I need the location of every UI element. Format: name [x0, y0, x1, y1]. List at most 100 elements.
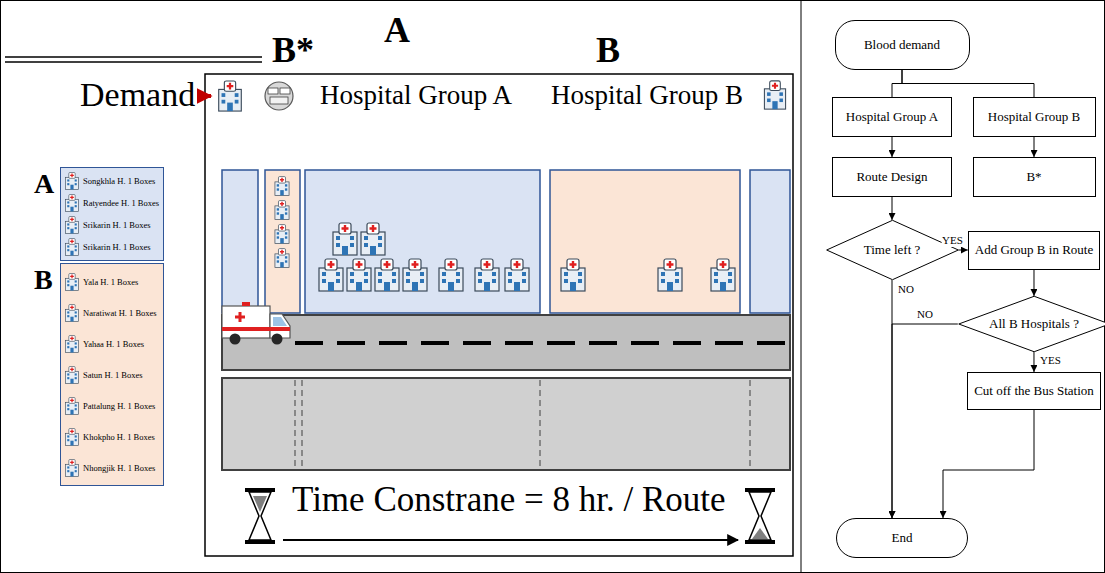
- flow-connector: [1033, 270, 1034, 297]
- hospital-item: Pattalung H. 1 Boxes: [83, 401, 155, 411]
- decision-diamond: Time left ?: [826, 220, 959, 280]
- list-row: Ratyendee H. 1 Boxes: [61, 192, 163, 214]
- road: [222, 315, 790, 370]
- group-title: Hospital Group B: [551, 80, 743, 111]
- hospital-icon: [66, 217, 79, 234]
- flow-connector: [892, 197, 893, 220]
- hospital-icon: [64, 238, 80, 256]
- hospital-icon: [66, 195, 79, 212]
- list-row: Nhongjik H. 1 Boxes: [61, 452, 163, 483]
- hospital-icon: [64, 428, 80, 446]
- list-row: Srikarin H. 1 Boxes: [61, 214, 163, 236]
- group-marker: B*: [272, 30, 314, 71]
- process-box: Add Group B in Route: [968, 231, 1100, 270]
- hospital-icon: [764, 81, 785, 109]
- road-marking: [295, 341, 788, 345]
- time-constraint-label: Time Constrane = 8 hr. / Route: [292, 480, 726, 520]
- demand-arrow: [200, 94, 211, 98]
- flow-connector: [892, 70, 902, 97]
- hospital-item: Songkhla H. 1 Boxes: [83, 176, 155, 186]
- node-text: Blood demand: [864, 37, 940, 53]
- hospital-item: Nhongjik H. 1 Boxes: [83, 463, 155, 473]
- hospital-icon: [66, 273, 79, 290]
- hospital-icon: [66, 366, 79, 383]
- hospital-icon: [64, 172, 80, 190]
- node-text: Cut off the Bus Station: [974, 383, 1094, 399]
- hospital-list: ASongkhla H. 1 BoxesRatyendee H. 1 Boxes…: [60, 167, 164, 261]
- process-box: Hospital Group A: [832, 97, 952, 137]
- hospital-item: Khokpho H. 1 Boxes: [83, 432, 155, 442]
- hospital-icon: [66, 428, 79, 445]
- decision-diamond: All B Hospitals ?: [958, 296, 1105, 352]
- group-a-zone: [305, 170, 540, 313]
- hospital-icon: [64, 335, 80, 353]
- hospital-icon: [64, 397, 80, 415]
- group-a-zone: [750, 170, 790, 313]
- hospital-item: Ratyendee H. 1 Boxes: [83, 198, 159, 208]
- hospital-icon: [66, 335, 79, 352]
- edge-label: NO: [916, 308, 934, 321]
- hospital-icons: [275, 177, 735, 291]
- hospital-icon: [66, 239, 79, 256]
- hospital-item: Yala H. 1 Boxes: [83, 277, 138, 287]
- list-heading: B: [34, 264, 53, 296]
- ambulance: [222, 302, 290, 345]
- diamond-outline: [959, 296, 1105, 351]
- process-box: B*: [973, 157, 1096, 197]
- diamond-outline: [826, 220, 958, 279]
- hospital-icon: [64, 273, 80, 291]
- hourglass: [245, 488, 275, 544]
- node-text: Route Design: [856, 169, 927, 185]
- group-a-zone: [222, 170, 258, 313]
- node-text: Time left ?: [864, 242, 921, 258]
- hospital-icon: [66, 173, 79, 190]
- list-row: Srikarin H. 1 Boxes: [61, 236, 163, 258]
- double-rule: [5, 56, 262, 58]
- time-arrow: [283, 539, 738, 541]
- flow-connector: [1033, 352, 1034, 372]
- group-title: Hospital Group A: [320, 80, 512, 111]
- hospital-icon: [64, 459, 80, 477]
- node-text: All B Hospitals ?: [989, 316, 1079, 332]
- hourglass: [745, 488, 775, 544]
- list-row: Yahaa H. 1 Boxes: [61, 328, 163, 359]
- node-text: Add Group B in Route: [975, 242, 1093, 258]
- edge-label: YES: [941, 234, 964, 247]
- bus-station-icon: [265, 82, 293, 110]
- flow-connector: [1034, 137, 1035, 157]
- hospital-icon: [219, 81, 242, 111]
- flow-connector: [892, 324, 958, 518]
- flow-connector: [902, 70, 1034, 97]
- hospital-icon: [64, 216, 80, 234]
- hospital-icon: [66, 304, 79, 321]
- scene-frame: [205, 74, 793, 556]
- node-text: B*: [1026, 169, 1041, 185]
- hospital-icon: [64, 194, 80, 212]
- node-text: Hospital Group B: [988, 109, 1080, 125]
- hospital-item: Satun H. 1 Boxes: [83, 370, 143, 380]
- edge-label: NO: [897, 283, 915, 296]
- hospital-list: BYala H. 1 BoxesNaratiwat H. 1 BoxesYaha…: [60, 263, 164, 486]
- list-heading: A: [34, 168, 54, 200]
- hospital-item: Srikarin H. 1 Boxes: [83, 242, 151, 252]
- bus-station-zone: [265, 170, 300, 313]
- panel-divider: [801, 0, 802, 573]
- group-marker: A: [384, 10, 410, 51]
- hospital-item: Srikarin H. 1 Boxes: [83, 220, 151, 230]
- hospital-item: Yahaa H. 1 Boxes: [83, 339, 144, 349]
- lane-dividers: [295, 380, 750, 468]
- road: [222, 378, 790, 470]
- flow-connector: [943, 410, 1034, 518]
- list-row: Satun H. 1 Boxes: [61, 359, 163, 390]
- edge-label: YES: [1039, 354, 1062, 367]
- terminal-node: End: [836, 518, 968, 558]
- flow-connector: [959, 250, 968, 251]
- terminal-node: Blood demand: [835, 20, 970, 70]
- process-box: Cut off the Bus Station: [967, 372, 1101, 410]
- group-b-zone: [550, 170, 740, 313]
- double-rule: [5, 61, 262, 63]
- list-row: Khokpho H. 1 Boxes: [61, 421, 163, 452]
- hospital-icon: [66, 397, 79, 414]
- hospital-icon: [64, 304, 80, 322]
